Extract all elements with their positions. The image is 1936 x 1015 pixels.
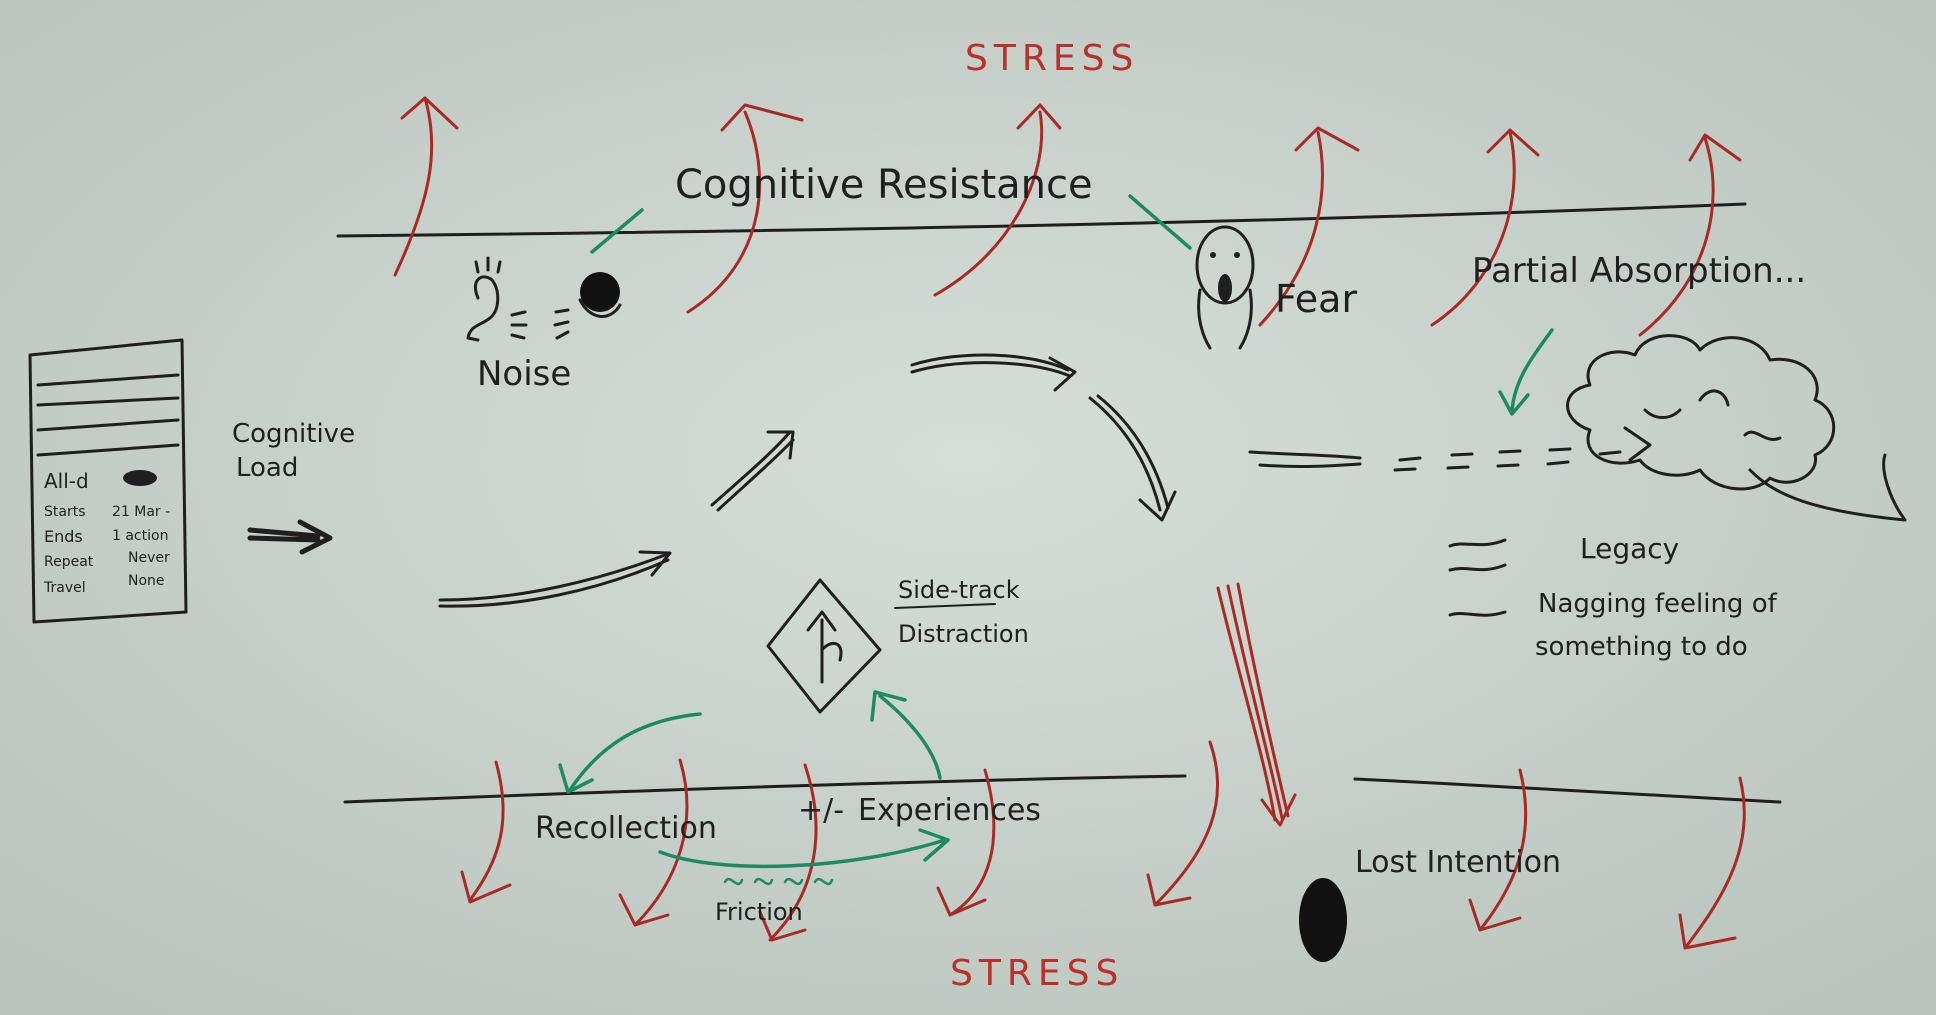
card-row-3-value: 1 action: [112, 528, 168, 544]
cognitive-resistance-line: [336, 202, 1747, 238]
friction-squiggles: [723, 877, 834, 886]
up-arrow-2-head: [720, 103, 804, 132]
partial-absorption-label: Partial Absorption...: [1472, 251, 1806, 291]
card-row-4-value: Never: [128, 550, 170, 566]
nagging-line-2: something to do: [1535, 632, 1748, 662]
up-arrow-1-head: [400, 96, 459, 130]
distraction-label: Distraction: [898, 620, 1029, 648]
recollection-label: Recollection: [535, 811, 717, 846]
green-tick-left: [590, 208, 644, 254]
legacy-label: Legacy: [1580, 532, 1679, 565]
legacy-squiggles: [1448, 538, 1507, 617]
up-arrow-5-head: [1486, 128, 1540, 157]
card-row-2-value: 21 Mar -: [112, 504, 170, 520]
up-arrow-4-head: [1294, 126, 1360, 152]
dashed-line: [1398, 447, 1572, 462]
cognitive-load-arrow: [247, 519, 333, 555]
fear-label: Fear: [1275, 277, 1357, 321]
up-arrow-3-head: [1016, 103, 1062, 130]
up-arrow-6-head: [1688, 133, 1742, 162]
thought-cloud-icon: [1566, 334, 1907, 522]
downward-stress-arrows: [460, 740, 1746, 950]
card-row-4-label: Repeat: [44, 554, 94, 570]
lost-intention-label: Lost Intention: [1355, 845, 1561, 880]
card-row-5-value: None: [128, 573, 165, 589]
dashed-arrow-head: [1623, 426, 1652, 462]
card-row-3-label: Ends: [44, 527, 83, 546]
lost-intention-blot-icon: [1299, 878, 1347, 962]
scream-face-icon: [1195, 225, 1255, 350]
speaker-head: [580, 272, 620, 312]
green-tick-right: [1128, 194, 1192, 250]
toggle-icon: [123, 470, 157, 486]
noise-label: Noise: [477, 354, 571, 394]
up-arrow-2: [686, 110, 762, 314]
noise-icon: [466, 256, 622, 342]
task-card: All-d Starts 21 Mar - Ends 1 action Repe…: [28, 338, 188, 624]
side-track-divider: [894, 603, 996, 609]
stress-top-label: STRESS: [965, 38, 1139, 79]
up-arrow-1: [393, 96, 434, 277]
friction-label: Friction: [715, 898, 803, 926]
upward-stress-arrows: [393, 96, 1742, 337]
green-cycle-arrows: [558, 690, 950, 869]
green-arrow-absorption: [1510, 328, 1554, 412]
bottom-line-left: [343, 774, 1187, 804]
cognitive-load-line-2: Load: [236, 453, 298, 483]
green-arrow-absorption-head: [1498, 390, 1530, 416]
bottom-line-right: [1353, 777, 1782, 804]
up-arrow-3: [933, 110, 1044, 297]
lost-intention-arrow: [1216, 582, 1297, 827]
up-arrow-5: [1430, 130, 1516, 327]
experiences-label: Experiences: [858, 793, 1041, 828]
card-row-5-label: Travel: [43, 580, 86, 596]
side-track-label: Side-track: [898, 576, 1020, 604]
cognitive-resistance-label: Cognitive Resistance: [675, 162, 1093, 208]
stress-bottom-label: STRESS: [950, 953, 1124, 994]
double-dash: [1248, 450, 1362, 469]
flow-arrows: [438, 353, 1177, 608]
up-arrow-6: [1638, 136, 1715, 337]
cognitive-load-line-1: Cognitive: [232, 419, 355, 449]
card-row-1-label: All-d: [44, 469, 89, 493]
side-track-sign-icon: [766, 578, 882, 714]
nagging-line-1: Nagging feeling of: [1538, 589, 1778, 619]
up-arrow-4: [1258, 130, 1324, 327]
plus-minus-label: +/-: [798, 793, 844, 828]
card-row-2-label: Starts: [44, 504, 86, 520]
